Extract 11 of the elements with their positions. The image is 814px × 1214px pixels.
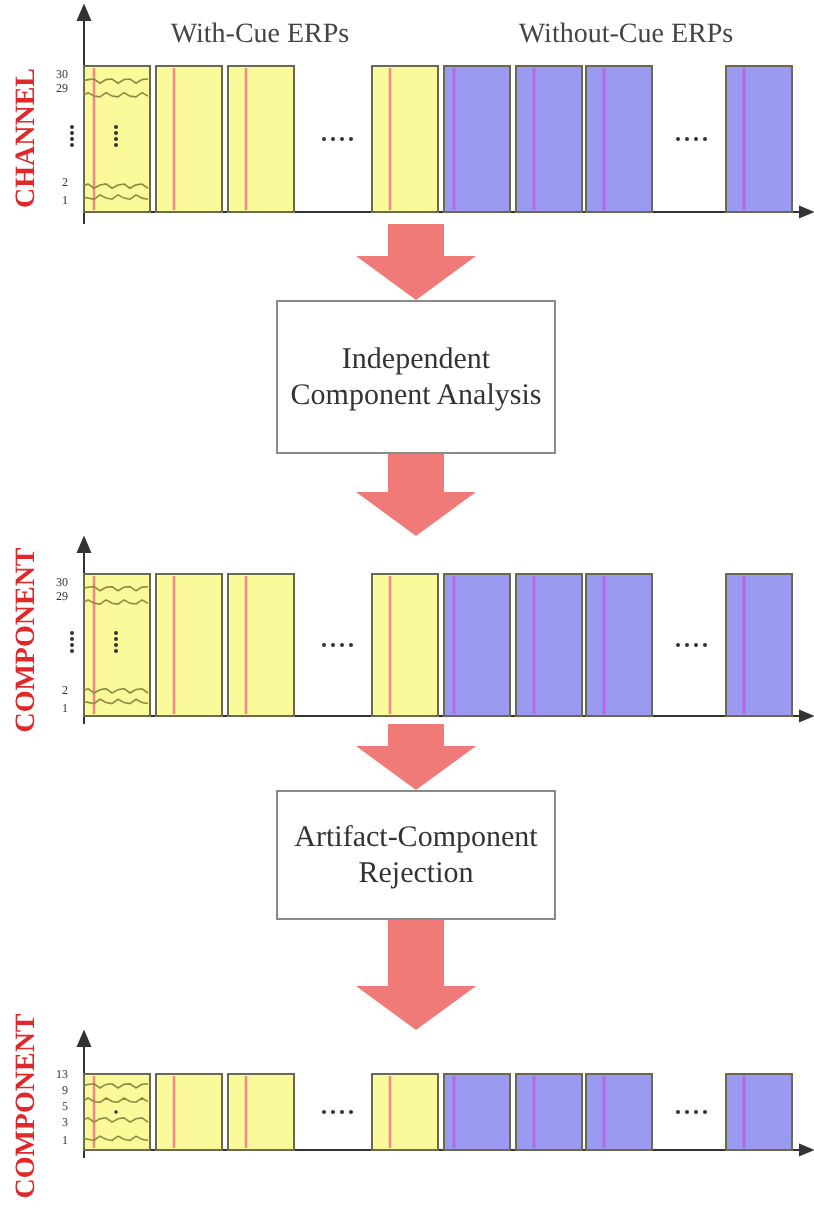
process-box: Artifact-Component Rejection xyxy=(276,790,556,920)
block-arrow xyxy=(356,920,476,1030)
group-title: With-Cue ERPs xyxy=(168,20,352,52)
process-box: Independent Component Analysis xyxy=(276,300,556,454)
axis-title: COMPONENT xyxy=(12,546,44,734)
group-title: Without-Cue ERPs xyxy=(516,20,736,52)
block-arrow xyxy=(356,724,476,790)
axis-title: CHANNEL xyxy=(12,68,44,208)
block-arrow xyxy=(356,454,476,536)
block-arrow xyxy=(356,224,476,300)
axis-title: COMPONENT xyxy=(12,1012,44,1200)
